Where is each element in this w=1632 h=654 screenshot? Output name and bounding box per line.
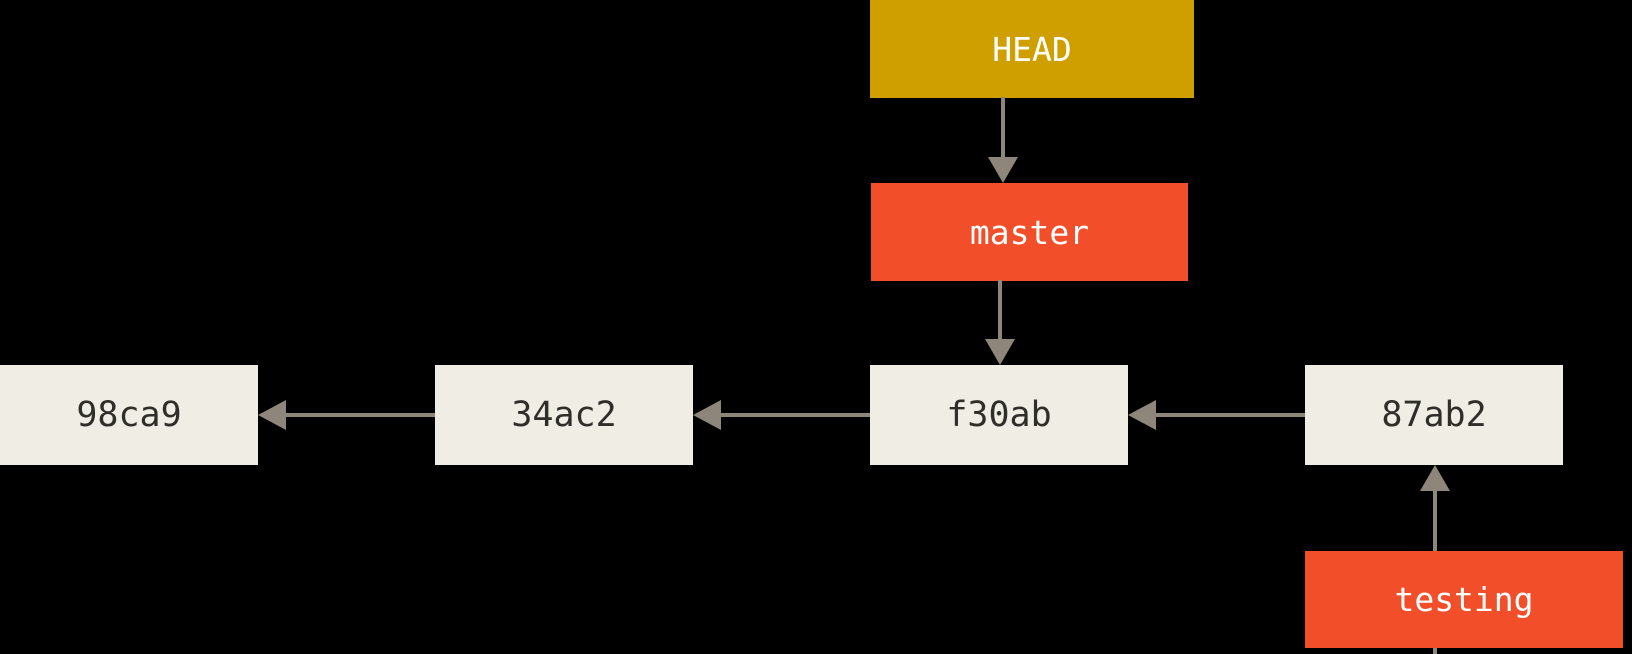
head-ref-label: HEAD (992, 29, 1072, 69)
commit-id-98ca9: 98ca9 (76, 395, 182, 435)
arrow-master-to-f30ab-head (985, 339, 1015, 365)
arrow-f30ab-to-34ac2-head (693, 400, 721, 430)
commit-box-34ac2: 34ac2 (435, 365, 693, 465)
cropped-arrow-stub (1433, 648, 1437, 654)
arrow-f30ab-to-34ac2-line (720, 413, 870, 417)
commit-box-f30ab: f30ab (870, 365, 1128, 465)
arrow-87ab2-to-f30ab-head (1128, 400, 1156, 430)
head-ref-box: HEAD (870, 0, 1194, 98)
testing-branch-label: testing (1394, 580, 1534, 619)
commit-box-87ab2: 87ab2 (1305, 365, 1563, 465)
master-branch-label: master (969, 212, 1090, 252)
arrow-87ab2-to-f30ab-line (1155, 413, 1305, 417)
commit-id-87ab2: 87ab2 (1381, 395, 1487, 435)
arrow-34ac2-to-98ca9-head (258, 400, 286, 430)
commit-id-f30ab: f30ab (946, 395, 1052, 435)
arrow-testing-to-87ab2-head (1420, 465, 1450, 491)
testing-branch-box: testing (1305, 551, 1623, 648)
master-branch-box: master (871, 183, 1188, 281)
commit-id-34ac2: 34ac2 (511, 395, 617, 435)
arrow-head-to-master-head (988, 157, 1018, 183)
commit-box-98ca9: 98ca9 (0, 365, 258, 465)
arrow-head-to-master-line (1001, 97, 1005, 158)
arrow-master-to-f30ab-line (998, 280, 1002, 339)
arrow-testing-to-87ab2-line (1433, 490, 1437, 552)
arrow-34ac2-to-98ca9-line (285, 413, 435, 417)
